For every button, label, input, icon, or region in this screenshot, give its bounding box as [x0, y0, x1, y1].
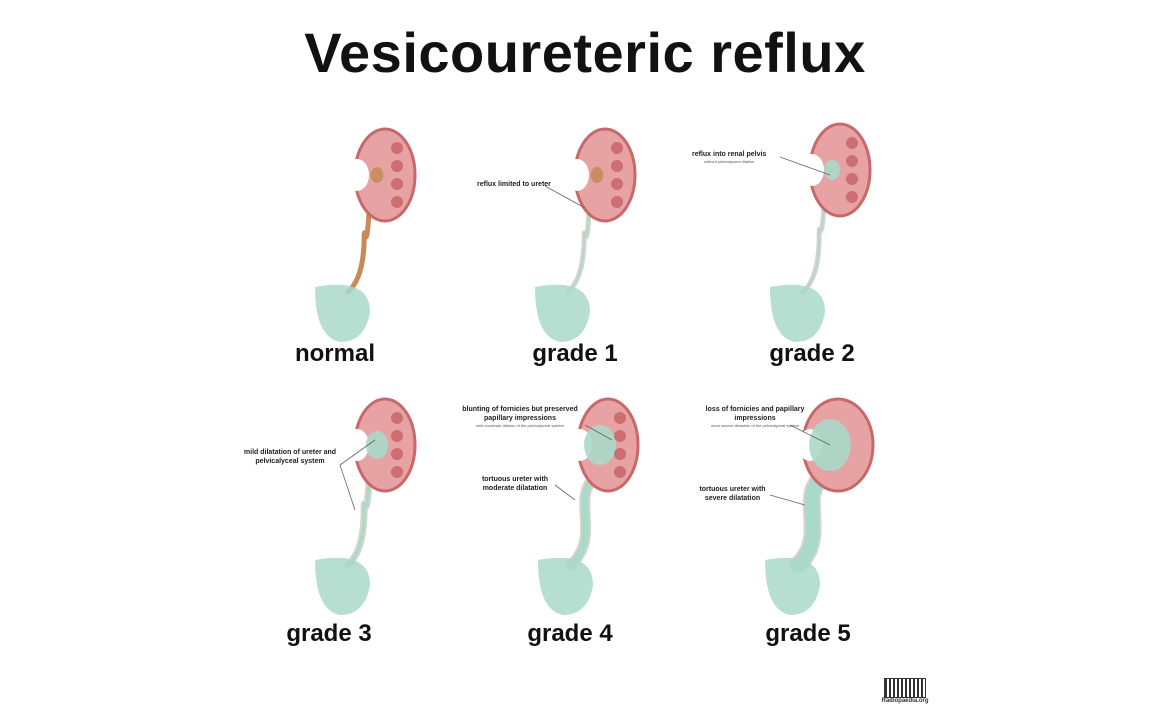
renal-pelvis	[824, 160, 840, 180]
bladder	[315, 557, 370, 615]
renal-hilum	[800, 154, 824, 186]
annotation-grade-5-calyces: loss of fornicies and papillary impressi…	[705, 406, 805, 428]
panel-label-grade-4: grade 4	[527, 620, 613, 647]
renal-pelvis	[584, 425, 616, 465]
renal-pyramid	[846, 173, 858, 185]
annotation-grade-3: mild dilatation of ureter and pelvicalyc…	[243, 449, 337, 465]
renal-hilum	[345, 159, 369, 191]
radiopaedia-logo: Radiopaedia.org	[872, 678, 938, 704]
bladder	[765, 557, 820, 615]
renal-pyramid	[391, 142, 403, 154]
renal-pyramid	[611, 160, 623, 172]
renal-pyramid	[614, 448, 626, 460]
renal-pyramid	[391, 448, 403, 460]
renal-pyramid	[614, 430, 626, 442]
renal-pyramid	[611, 178, 623, 190]
page-title: Vesicoureteric reflux	[304, 21, 866, 84]
panel-label-grade-1: grade 1	[532, 340, 618, 367]
bladder	[770, 284, 825, 342]
annotation-grade-5-ureter: tortuous ureter with severe dilatation	[699, 486, 766, 502]
leader-line	[339, 439, 376, 466]
renal-hilum	[565, 159, 589, 191]
renal-pyramid	[391, 466, 403, 478]
bladder	[538, 557, 593, 615]
renal-pelvis	[370, 167, 384, 183]
annotation-grade-4-calyces: blunting of fornicies but preserved papi…	[462, 406, 578, 428]
renal-pyramid	[391, 178, 403, 190]
renal-pyramid	[846, 137, 858, 149]
renal-pelvis	[365, 431, 389, 459]
renal-pyramid	[391, 160, 403, 172]
panel-label-grade-2: grade 2	[769, 340, 855, 367]
annotation-grade-4-ureter: tortuous ureter with moderate dilatation	[481, 476, 549, 492]
panel-label-normal: normal	[294, 340, 375, 367]
bladder	[535, 284, 590, 342]
credit-text: Radiopaedia.org	[881, 698, 929, 704]
logo-mark	[884, 678, 926, 698]
leader-line	[789, 424, 831, 446]
leader-line	[339, 464, 356, 511]
renal-pelvis	[590, 167, 604, 183]
renal-hilum	[345, 429, 369, 461]
leader-line	[544, 185, 586, 209]
leader-line	[554, 484, 576, 501]
renal-pyramid	[391, 196, 403, 208]
renal-pyramid	[391, 430, 403, 442]
renal-pyramid	[614, 466, 626, 478]
annotation-grade-1: reflux limited to ureter	[477, 181, 551, 188]
leader-line	[769, 494, 806, 506]
renal-pyramid	[846, 155, 858, 167]
renal-pyramid	[614, 412, 626, 424]
renal-pyramid	[611, 196, 623, 208]
leader-line	[584, 424, 613, 441]
renal-pyramid	[611, 142, 623, 154]
renal-pyramid	[391, 412, 403, 424]
leader-line	[779, 156, 831, 176]
panel-label-grade-3: grade 3	[286, 620, 372, 647]
panel-label-grade-5: grade 5	[765, 620, 851, 647]
bladder	[315, 284, 370, 342]
renal-pyramid	[846, 191, 858, 203]
